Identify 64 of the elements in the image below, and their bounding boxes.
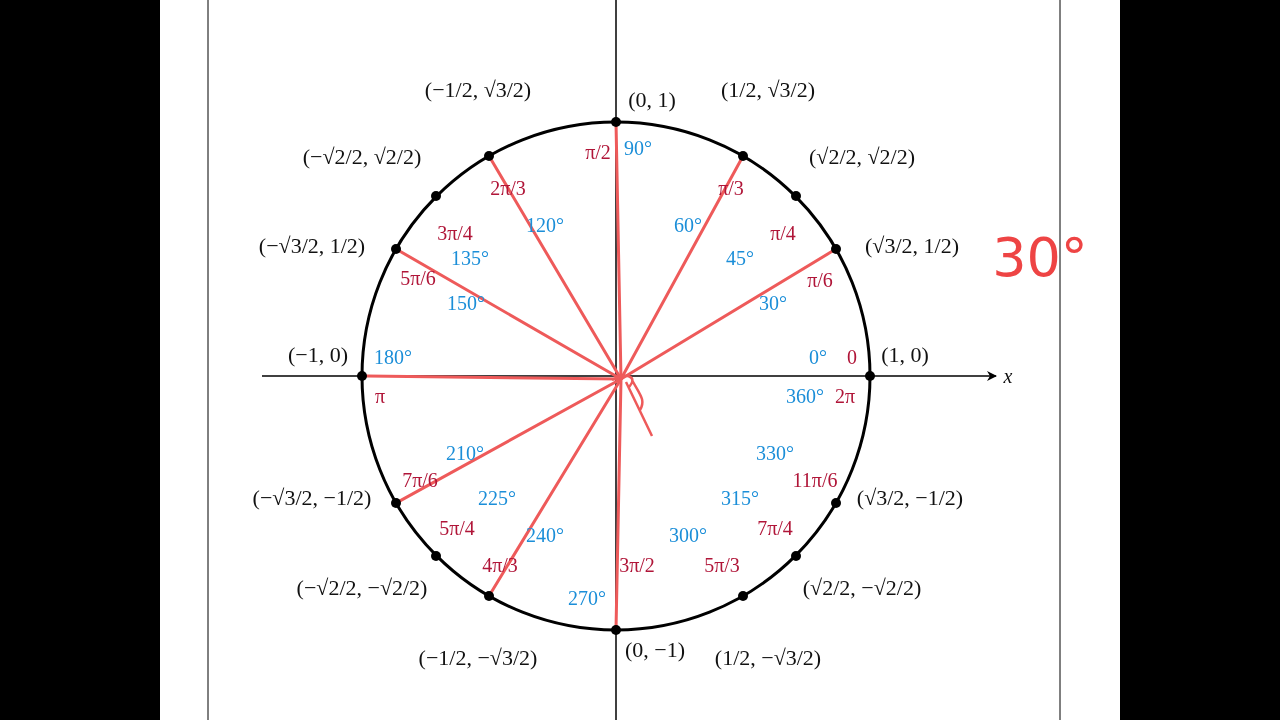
radian-label: 11π/6	[792, 470, 838, 490]
point-dot	[830, 244, 841, 254]
degree-label: 30°	[759, 293, 787, 313]
point-dot	[431, 191, 442, 202]
coordinate-label: (√2/2, −√2/2)	[802, 577, 922, 599]
radian-label: π/2	[585, 142, 611, 162]
degree-label: 330°	[756, 443, 794, 463]
point-dot	[830, 498, 841, 508]
radian-label: 7π/4	[757, 518, 793, 538]
degree-label: 180°	[374, 347, 412, 367]
coordinate-label: (−1, 0)	[287, 344, 349, 366]
degree-label: 210°	[446, 443, 484, 463]
radian-label: 0	[847, 347, 857, 367]
radian-label: 3π/4	[437, 223, 473, 243]
coordinate-label: (1/2, −√3/2)	[714, 647, 822, 669]
coordinate-label: (0, 1)	[628, 89, 676, 111]
point-dot	[391, 244, 401, 254]
point-dot	[790, 191, 801, 202]
point-dot	[738, 590, 748, 601]
coordinate-label: (−√2/2, −√2/2)	[296, 577, 428, 599]
degree-label: 60°	[674, 215, 702, 235]
point-dot	[391, 498, 401, 508]
hand-drawn-line	[614, 377, 623, 627]
degree-label: 240°	[526, 525, 564, 545]
radian-label: 5π/4	[439, 518, 475, 538]
radian-label: 5π/3	[704, 555, 740, 575]
coordinate-label: (−√3/2, 1/2)	[258, 235, 366, 257]
degree-label: 150°	[447, 293, 485, 313]
radian-label: π/6	[807, 270, 833, 290]
degree-label: 90°	[624, 138, 652, 158]
point-dot	[738, 151, 748, 161]
degree-label: 270°	[568, 588, 606, 608]
point-dot	[431, 550, 442, 561]
coordinate-label: (1/2, √3/2)	[721, 79, 815, 101]
radian-label: π	[374, 386, 386, 406]
degree-label: 45°	[726, 248, 754, 268]
axis-label: x	[1003, 366, 1013, 386]
coordinate-label: (1, 0)	[881, 344, 929, 366]
radian-label: π/4	[770, 223, 796, 243]
point-dot	[611, 117, 621, 127]
coordinate-label: (√3/2, 1/2)	[865, 235, 959, 257]
radian-label: 5π/6	[400, 268, 436, 288]
degree-label: 225°	[478, 488, 516, 508]
point-dot	[865, 371, 875, 381]
coordinate-label: (−1/2, −√3/2)	[418, 647, 538, 669]
coordinate-label: (−√2/2, √2/2)	[302, 146, 422, 168]
radian-label: 2π	[834, 386, 856, 406]
coordinate-label: (−√3/2, −1/2)	[252, 487, 372, 509]
degree-label: 135°	[451, 248, 489, 268]
radian-label: 3π/2	[619, 555, 655, 575]
degree-label: 360°	[786, 386, 824, 406]
point-dot	[790, 550, 801, 561]
point-dot	[484, 590, 494, 601]
coordinate-label: (√2/2, √2/2)	[809, 146, 915, 168]
radian-label: 7π/6	[402, 470, 438, 490]
point-dot	[611, 625, 621, 635]
coordinate-label: (0, −1)	[624, 639, 686, 661]
degree-label: 315°	[721, 488, 759, 508]
coordinate-label: (−1/2, √3/2)	[424, 79, 532, 101]
degree-label: 300°	[669, 525, 707, 545]
degree-label: 0°	[809, 347, 827, 367]
point-dot	[357, 371, 367, 381]
coordinate-label: (√3/2, −1/2)	[856, 487, 964, 509]
point-dot	[484, 151, 494, 161]
